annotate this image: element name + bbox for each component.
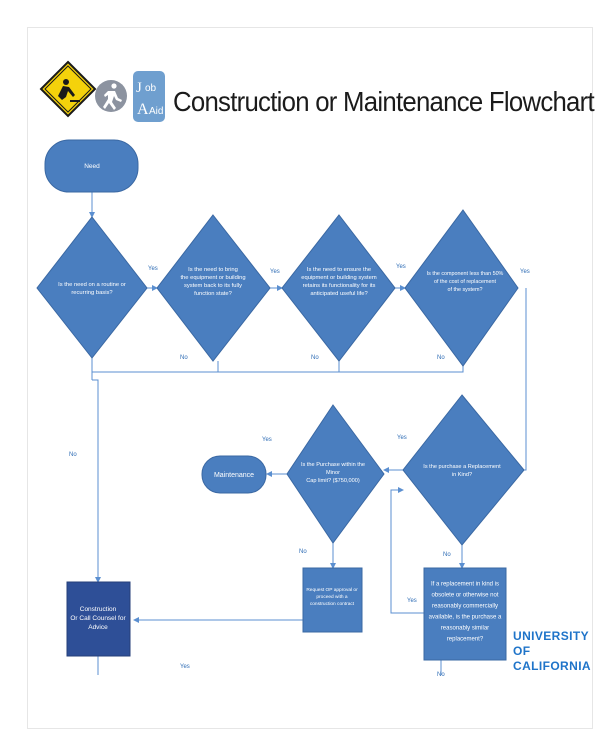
page-title: Construction or Maintenance Flowchart xyxy=(173,86,595,117)
edge-label-yes: Yes xyxy=(180,664,190,670)
edge-label-no: No xyxy=(443,552,451,558)
edge-label-no: No xyxy=(437,672,445,678)
edge-label-no: No xyxy=(299,549,307,555)
job-aid-icon: J ob A Aid xyxy=(133,71,165,122)
connector-note-yes xyxy=(390,487,424,614)
connector-no-construction xyxy=(92,379,101,583)
svg-text:ob: ob xyxy=(145,83,157,94)
decision-component-cost: Is the component less than 50%of the cos… xyxy=(404,209,519,367)
node-maintenance: Maintenance xyxy=(201,455,267,494)
edge-label-no: No xyxy=(180,355,188,361)
node-need: Need xyxy=(44,139,139,193)
edge-label-yes: Yes xyxy=(520,269,530,275)
svg-text:J: J xyxy=(136,80,142,96)
edge-label-yes: Yes xyxy=(397,435,407,441)
edge-label-yes: Yes xyxy=(148,266,158,272)
edge-label-yes: Yes xyxy=(396,264,406,270)
connector-no-return xyxy=(92,361,464,373)
university-of-california-logo: UNIVERSITY OF CALIFORNIA xyxy=(513,629,591,673)
edge-labels: Yes Yes Yes Yes Yes Yes Yes Yes No No No… xyxy=(69,264,530,678)
edge-label-no: No xyxy=(437,355,445,361)
maintenance-label: Maintenance xyxy=(214,472,254,479)
exit-person-icon xyxy=(95,80,127,112)
construction-warning-icon xyxy=(39,60,97,118)
edge-label-yes: Yes xyxy=(270,269,280,275)
edge-label-yes: Yes xyxy=(407,598,417,604)
svg-text:Aid: Aid xyxy=(149,106,163,117)
connector-q4-q5 xyxy=(515,288,527,473)
component-cost-question-label: Is the component less than 50%of the cos… xyxy=(427,271,504,293)
edge-label-no: No xyxy=(311,355,319,361)
edge-label-no: No xyxy=(69,452,77,458)
edge-label-yes: Yes xyxy=(262,437,272,443)
need-label: Need xyxy=(84,163,100,170)
svg-text:A: A xyxy=(137,101,149,118)
